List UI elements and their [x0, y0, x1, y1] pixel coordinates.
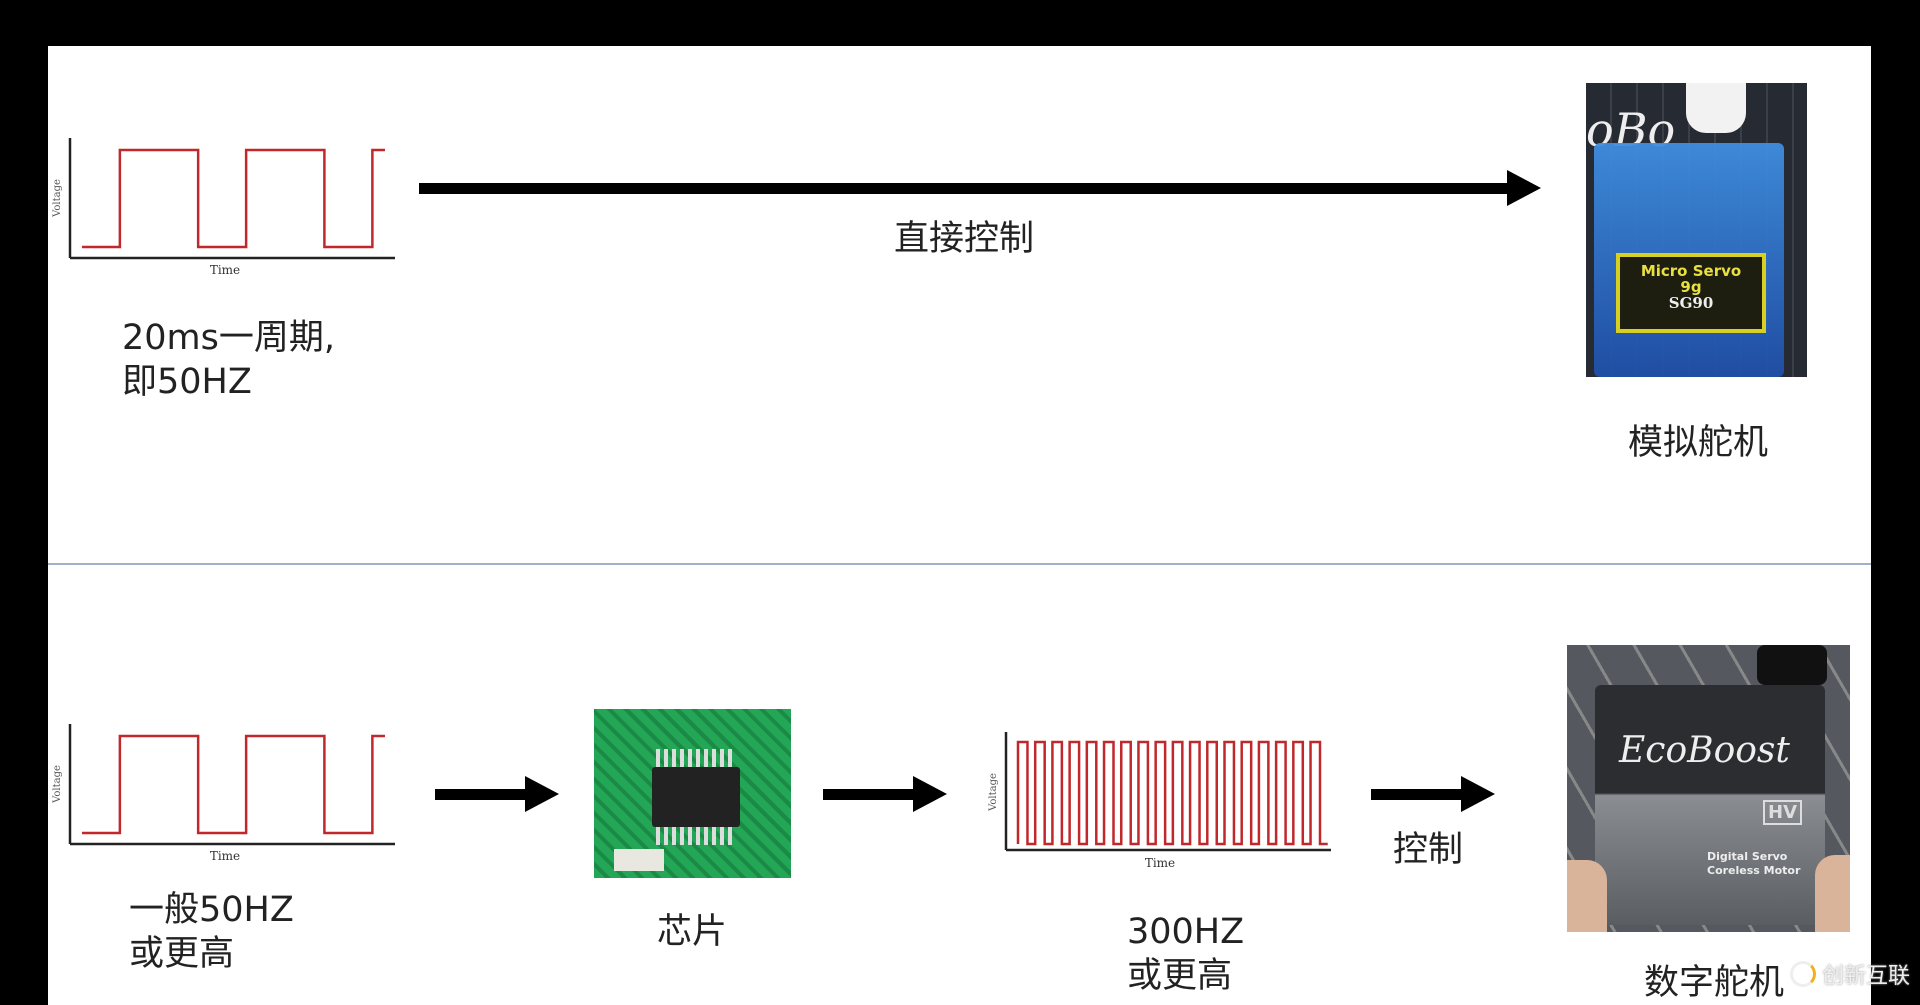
analog-servo-photo: oBo Micro Servo 9g SG90 [1586, 83, 1807, 377]
digital-servo-label: 数字舵机 [1643, 963, 1785, 1003]
pwm-signal [1016, 740, 1328, 846]
pwm-chart-output: Voltage Time [988, 732, 1331, 870]
sticker-text: 9g [1680, 278, 1702, 296]
y-axis-label: Voltage [988, 773, 999, 812]
watermark-text: 创新互联 [1822, 964, 1911, 989]
watermark-logo-icon [1790, 961, 1816, 987]
chip-photo [594, 709, 791, 878]
output-caption-line1: 300HZ [1127, 912, 1245, 952]
input-caption-line1: 一般50HZ [129, 890, 294, 930]
analog-servo-label: 模拟舵机 [1627, 423, 1769, 463]
x-axis-label: Time [210, 263, 240, 277]
sticker-text: Micro Servo [1640, 262, 1742, 280]
servo-brand: EcoBoost [1619, 730, 1790, 771]
x-axis-label: Time [210, 849, 240, 863]
digital-servo-photo: EcoBoost HV Digital Servo Coreless Motor [1567, 645, 1850, 932]
section-divider [48, 563, 1871, 565]
sticker-text: SG90 [1668, 294, 1714, 312]
output-caption-line2: 或更高 [1127, 956, 1233, 996]
servo-badge: HV [1763, 800, 1802, 825]
servo-desc: Digital Servo Coreless Motor [1707, 850, 1800, 878]
x-axis-label: Time [1145, 856, 1175, 870]
direct-control-arrow [419, 170, 1541, 206]
pwm-chart-top: Voltage Time [52, 138, 395, 277]
servo-desc-line: Coreless Motor [1707, 864, 1801, 877]
pwm-caption-line2: 即50HZ [122, 362, 252, 402]
pwm-chart-input: Voltage Time [52, 724, 395, 863]
pwm-caption-line1: 20ms一周期, [122, 318, 335, 358]
watermark: 创新互联 [1790, 958, 1910, 990]
y-axis-label: Voltage [52, 765, 63, 804]
direct-control-label: 直接控制 [893, 219, 1035, 259]
servo-sticker: Micro Servo 9g SG90 [1616, 253, 1766, 333]
chip-label: 芯片 [656, 912, 728, 952]
servo-desc-line: Digital Servo [1707, 850, 1788, 863]
pwm-signal [82, 148, 385, 249]
control-label: 控制 [1392, 830, 1464, 870]
arrow-to-output [823, 776, 947, 812]
pwm-signal [82, 734, 385, 835]
y-axis-label: Voltage [52, 179, 63, 218]
arrow-to-chip [435, 776, 559, 812]
control-arrow [1371, 776, 1495, 812]
input-caption-line2: 或更高 [129, 934, 235, 974]
